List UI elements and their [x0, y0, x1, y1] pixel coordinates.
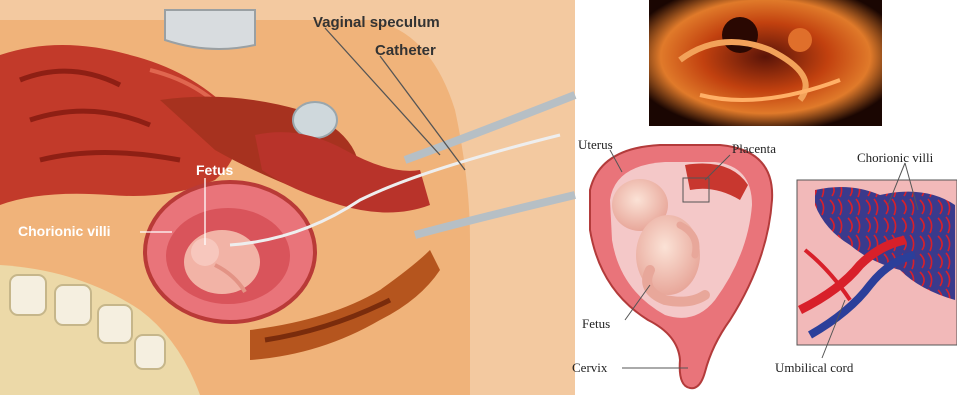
- uterus-diagram: Uterus Placenta Fetus Cervix: [572, 137, 776, 388]
- label-chorionic-villi-left: Chorionic villi: [18, 223, 111, 239]
- label-umbilical-cord: Umbilical cord: [775, 360, 854, 375]
- label-cervix: Cervix: [572, 360, 608, 375]
- pubic-bone: [165, 10, 255, 49]
- label-vaginal-speculum: Vaginal speculum: [313, 14, 440, 31]
- villi-detail: Chorionic villi Umbilical cord: [775, 150, 957, 375]
- label-uterus: Uterus: [578, 137, 613, 152]
- label-placenta: Placenta: [732, 141, 776, 156]
- left-cross-section: Vaginal speculum Catheter Fetus Chorioni…: [0, 0, 575, 395]
- label-chorionic-villi-right: Chorionic villi: [857, 150, 934, 165]
- bladder-sac: [293, 102, 337, 138]
- label-fetus-right: Fetus: [582, 316, 610, 331]
- embryo-photo: [649, 0, 882, 126]
- label-catheter: Catheter: [375, 42, 436, 59]
- label-fetus-left: Fetus: [196, 162, 234, 178]
